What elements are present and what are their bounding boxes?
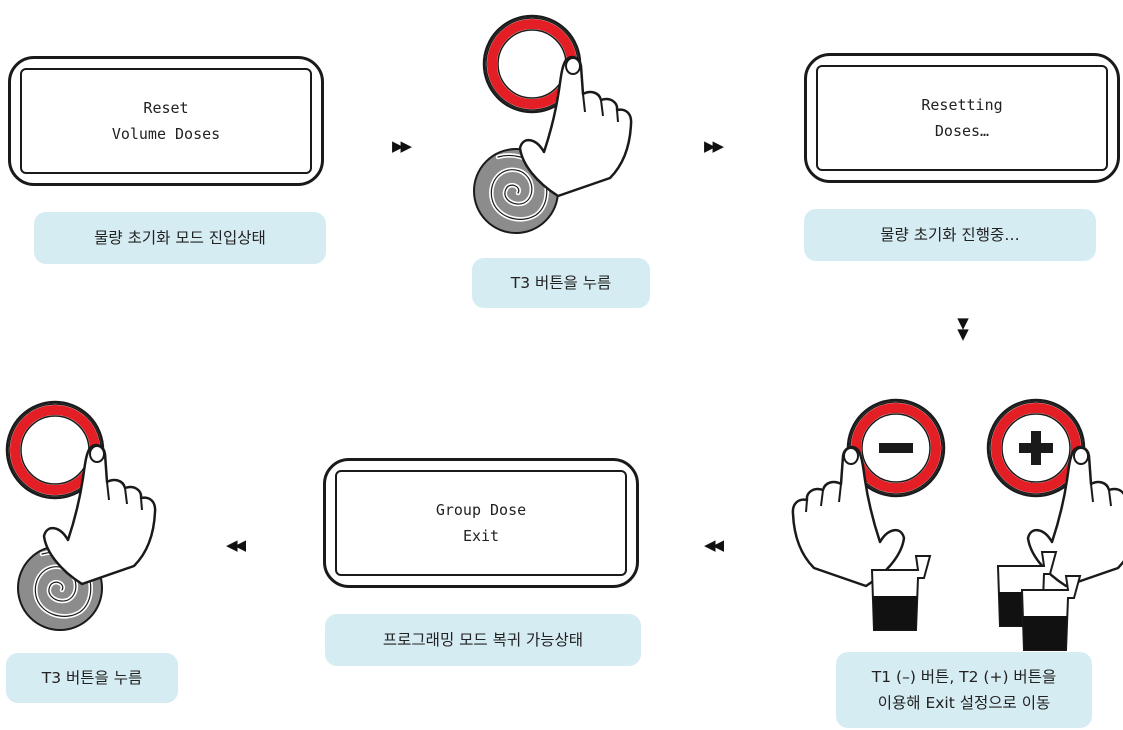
lcd-line-1: Group Dose <box>435 501 527 519</box>
caption-step-3: 물량 초기화 진행중… <box>804 209 1096 261</box>
lcd-line-1: Reset <box>143 99 189 117</box>
lcd-display: Resetting Doses… <box>816 65 1108 171</box>
lcd-line-2: Exit <box>462 527 500 545</box>
caption-step-5: 프로그래밍 모드 복귀 가능상태 <box>325 614 641 666</box>
caption-step-1: 물량 초기화 모드 진입상태 <box>34 212 326 264</box>
caption-text: 물량 초기화 진행중… <box>880 226 1020 244</box>
arrow-down-bottom: ▼ <box>957 325 969 343</box>
caption-step-6: T3 버튼을 누름 <box>6 653 178 703</box>
arrow-down-icon: ▼ ▼ <box>953 314 973 343</box>
caption-text: 물량 초기화 모드 진입상태 <box>94 229 266 247</box>
arrow-left-icon: ◀◀ <box>704 536 724 554</box>
lcd-line-2: Volume Doses <box>111 125 221 143</box>
lcd-line-2: Doses… <box>934 122 990 140</box>
t3-button-press-illustration <box>470 6 633 236</box>
arrow-right-icon: ▶▶ <box>704 137 724 155</box>
t3-button-press-illustration <box>0 392 157 632</box>
lcd-display: Group Dose Exit <box>335 470 627 576</box>
arrow-down-top: ▼ <box>957 314 969 332</box>
caption-text: 프로그래밍 모드 복귀 가능상태 <box>382 631 584 649</box>
plus-button-icon <box>988 400 1084 496</box>
caption-line-2: 이용해 Exit 설정으로 이동 <box>877 694 1051 712</box>
minus-button-icon <box>848 400 944 496</box>
caption-step-4: T1 (–) 버튼, T2 (+) 버튼을 이용해 Exit 설정으로 이동 <box>836 652 1092 728</box>
arrow-left-icon: ◀◀ <box>226 536 246 554</box>
arrow-right-icon: ▶▶ <box>392 137 412 155</box>
caption-line-1: T1 (–) 버튼, T2 (+) 버튼을 <box>871 668 1057 686</box>
lcd-screen-resetting: Resetting Doses… <box>804 53 1120 183</box>
lcd-screen-reset-volume: Reset Volume Doses <box>8 56 324 186</box>
caption-text: T3 버튼을 누름 <box>510 274 612 292</box>
caption-step-2: T3 버튼을 누름 <box>472 258 650 308</box>
lcd-display: Reset Volume Doses <box>20 68 312 174</box>
lcd-line-1: Resetting <box>921 96 1003 114</box>
caption-text: T3 버튼을 누름 <box>41 669 143 687</box>
lcd-screen-group-dose: Group Dose Exit <box>323 458 639 588</box>
t1-t2-button-illustration <box>791 390 1123 651</box>
